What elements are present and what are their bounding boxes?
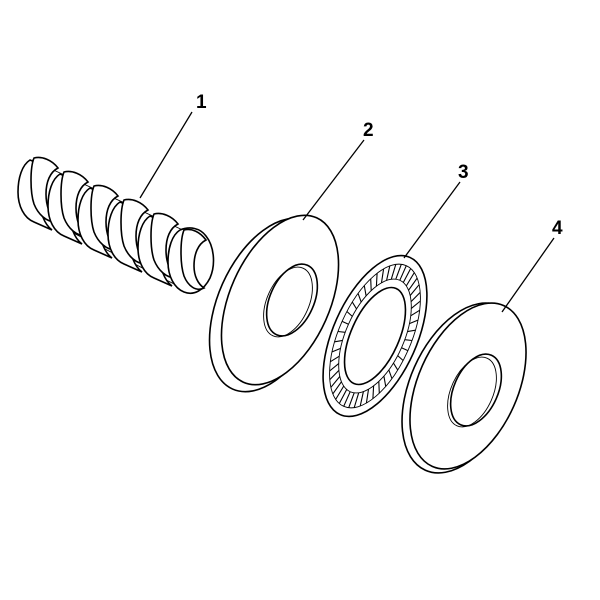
leader-line-1 [139, 111, 193, 199]
callout-1: 1 [196, 92, 207, 113]
bearing-needle [408, 277, 418, 291]
bearing-needle [330, 376, 341, 388]
bearing-needle [329, 363, 340, 372]
bearing-needle [399, 265, 407, 281]
bearing-needle [410, 300, 421, 309]
bearing-needle [370, 278, 372, 291]
part-2-thrust-washer [208, 214, 340, 393]
bearing-needle [351, 301, 358, 310]
bearing-needle [392, 362, 399, 371]
bearing-needle [331, 347, 341, 353]
bearing-needle [375, 273, 378, 287]
bearing-needle [337, 330, 346, 333]
bearing-needle [343, 391, 351, 407]
bearing-needle [348, 392, 355, 408]
part-3-needle-bearing [322, 254, 428, 418]
bearing-needle [410, 309, 420, 317]
bearing-needles [329, 264, 421, 408]
bearing-needle [372, 385, 375, 399]
bearing-needle [378, 381, 380, 394]
bearing-needle [363, 285, 367, 296]
bearing-needle [359, 391, 364, 407]
bearing-needle [409, 284, 420, 296]
bearing-needle [402, 268, 412, 283]
bearing-needle [405, 272, 415, 287]
bearing-needle [335, 385, 345, 400]
bearing-needle [346, 311, 353, 317]
bearing-needle [395, 264, 402, 280]
bearing-needle [353, 392, 360, 408]
callout-3: 3 [458, 162, 469, 183]
bearing-needle [357, 293, 362, 303]
bearing-needle [332, 381, 342, 395]
roller-segment [17, 156, 60, 231]
bearing-needle [329, 370, 340, 380]
bearing-needle [338, 389, 348, 404]
leader-line-4 [501, 237, 555, 313]
bearing-needle [341, 320, 349, 325]
bearing-needle [380, 268, 385, 283]
part-4-thrust-washer [401, 302, 527, 474]
bearing-needle [365, 389, 370, 404]
bearing-needle [334, 339, 343, 343]
callout-4: 4 [552, 218, 563, 239]
bearing-needle [330, 355, 340, 363]
bearing-needle [390, 264, 397, 280]
bearing-needle [404, 339, 413, 342]
bearing-needle [383, 376, 387, 387]
bearing-needle [410, 292, 421, 302]
callout-2: 2 [363, 120, 374, 141]
bearing-needle [386, 265, 391, 281]
part-1-roller-spring [17, 156, 215, 294]
bearing-needle [397, 355, 404, 361]
leader-line-3 [403, 181, 461, 259]
roller-segment [47, 170, 90, 245]
bearing-needle [401, 347, 409, 352]
bearing-needle [407, 329, 416, 333]
roller-segment-front [167, 227, 215, 294]
leader-line-2 [302, 139, 365, 221]
bearing-needle [388, 369, 393, 379]
bearing-needle [409, 319, 419, 325]
